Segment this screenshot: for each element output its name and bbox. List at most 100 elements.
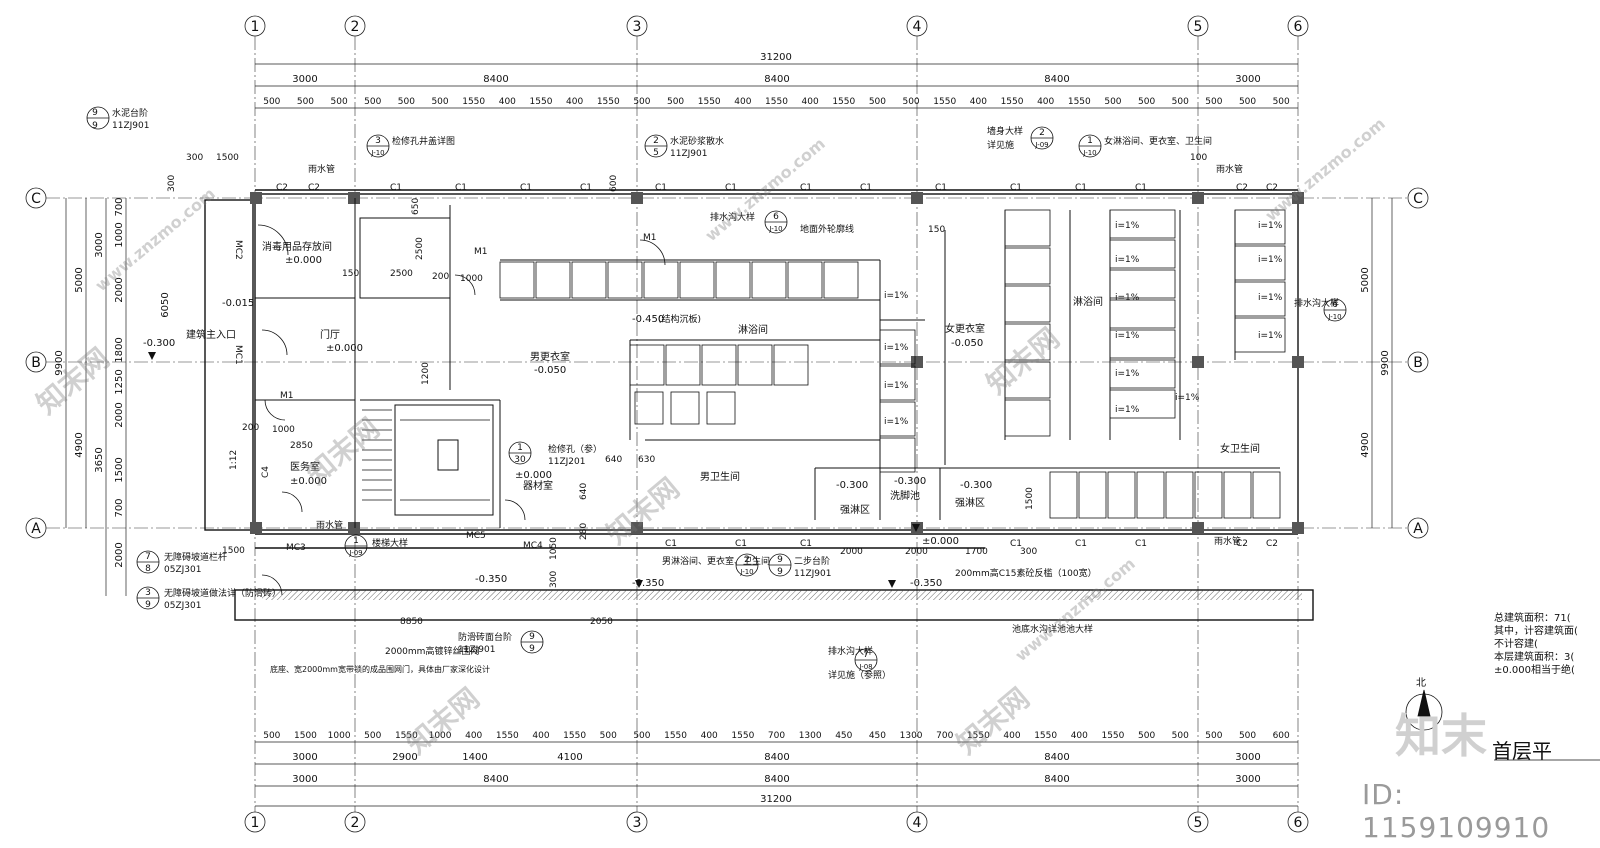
inline-dim: 200	[432, 272, 449, 282]
slope-label: i=1%	[1115, 405, 1140, 415]
level-label: -0.450	[632, 314, 664, 325]
slope-label: i=1%	[884, 417, 909, 427]
callout-num: 9	[92, 108, 98, 118]
axis-label: C	[31, 191, 41, 207]
watermark-brand: 知末	[1395, 709, 1487, 763]
window-tag: C2	[1266, 183, 1278, 193]
grid-lines	[46, 36, 1408, 812]
shower-stall	[1004, 247, 1051, 285]
shower-stall	[1109, 329, 1176, 359]
window-tag-c1: C1	[1135, 183, 1147, 193]
window-tag-c1: C1	[860, 183, 872, 193]
shower-stall	[823, 261, 859, 299]
dim-mid: 8400	[1044, 752, 1069, 763]
north-label: 北	[1416, 678, 1426, 689]
callout-text: 地面外轮廓线	[800, 223, 854, 235]
interior-walls	[255, 198, 1280, 528]
dim-detail: 1000	[429, 731, 452, 741]
shower-stall	[879, 329, 916, 365]
shower-stall	[535, 261, 571, 299]
ramp-hatch	[262, 590, 1302, 600]
axis-label: 6	[1294, 19, 1303, 35]
dim-detail: 500	[1172, 731, 1189, 741]
dim-mid: 2900	[392, 752, 417, 763]
dim-detail: 500	[1205, 97, 1222, 107]
callout-sheet: J-09	[1034, 141, 1048, 149]
callout-ref: 11ZJ901	[112, 121, 149, 131]
callout-num: 1	[517, 443, 523, 453]
dim-detail: 500	[1172, 97, 1189, 107]
shower-stall	[879, 437, 916, 473]
dim-left-inner: 1000	[114, 222, 125, 247]
axis-label: 1	[251, 815, 260, 831]
toilet-cubicle	[1107, 471, 1136, 519]
inline-dim: 2850	[290, 441, 313, 451]
dim-detail: 400	[499, 97, 516, 107]
window-tag: C2	[308, 183, 320, 193]
level-label: -0.300	[836, 480, 868, 491]
callout-sheet: J-10	[739, 568, 753, 576]
callout-text: 2000mm高镀锌丝围网	[385, 645, 479, 657]
dim-detail: 600	[1273, 731, 1290, 741]
dim-detail: 1550	[1068, 97, 1091, 107]
dim-detail: 400	[970, 97, 987, 107]
dim-bay: 8400	[764, 774, 789, 785]
dim-detail: 1550	[597, 97, 620, 107]
inline-dim: 2500	[390, 269, 413, 279]
dim-right-outer: 4900	[1360, 432, 1371, 457]
shower-stalls	[499, 209, 1286, 473]
dim-detail: 700	[936, 731, 953, 741]
axis-label: 5	[1194, 19, 1203, 35]
callout-ref: 05ZJ301	[164, 601, 201, 611]
window-tag-c1: C1	[1010, 183, 1022, 193]
slope-label: i=1%	[1258, 255, 1283, 265]
slope-label: i=1%	[884, 291, 909, 301]
shower-stall	[1109, 239, 1176, 269]
inline-dim: 100	[1190, 153, 1207, 163]
slope-labels: i=1%i=1%i=1%i=1%i=1%i=1%i=1%i=1%i=1%i=1%…	[884, 221, 1283, 427]
toilet-cubicle	[1136, 471, 1165, 519]
north-arrow	[1405, 689, 1600, 761]
level-markers	[148, 352, 920, 588]
room-level: -0.050	[534, 365, 566, 376]
room-women-locker: 女更衣室	[945, 322, 985, 335]
toilet-cubicle	[1252, 471, 1281, 519]
level-label: -0.300	[143, 338, 175, 349]
callout-num: 9	[529, 632, 535, 642]
axis-label: A	[1413, 521, 1423, 537]
callout-text: 检修孔井盖详图	[392, 135, 455, 147]
columns	[250, 192, 1304, 534]
dim-left-inner: 2000	[114, 542, 125, 567]
dim-detail: 1550	[731, 731, 754, 741]
grid-axis-top	[244, 15, 1309, 37]
note-line: 其中，计容建筑面(	[1494, 626, 1578, 637]
callout-text: 楼梯大样	[372, 537, 408, 549]
dim-detail: 400	[1003, 731, 1020, 741]
dim-detail: 450	[835, 731, 852, 741]
dim-detail: 1300	[799, 731, 822, 741]
level-label: -0.015	[222, 298, 254, 309]
dim-detail: 500	[263, 97, 280, 107]
window-tag: C2	[1236, 183, 1248, 193]
dim-detail: 400	[1037, 97, 1054, 107]
callout-num: 9	[777, 555, 783, 565]
shower-stall	[1004, 361, 1051, 399]
dim-detail: 1550	[967, 731, 990, 741]
dim-detail: 1500	[294, 731, 317, 741]
level-label: -0.350	[632, 578, 664, 589]
callout-ref: 11ZJ901	[794, 569, 831, 579]
inline-dim: 1500	[222, 546, 245, 556]
dim-detail: 1550	[1001, 97, 1024, 107]
window-tag-c1: C1	[800, 183, 812, 193]
area-notes: 总建筑面积：71( 其中，计容建筑面( 不计容建( 本层建筑面积：3( ±0.0…	[1494, 612, 1578, 677]
window-tag-c1: C1	[735, 539, 747, 549]
callout-ref: 详见施	[987, 139, 1014, 151]
dim-left-outer: 5000	[74, 267, 85, 292]
dim-detail: 1550	[832, 97, 855, 107]
inline-dim: 650	[411, 198, 421, 215]
window-tag: C2	[1236, 539, 1248, 549]
dim-overall-left: 9900	[54, 350, 65, 375]
dim-detail: 1300	[900, 731, 923, 741]
toilet-cubicle	[1165, 471, 1194, 519]
